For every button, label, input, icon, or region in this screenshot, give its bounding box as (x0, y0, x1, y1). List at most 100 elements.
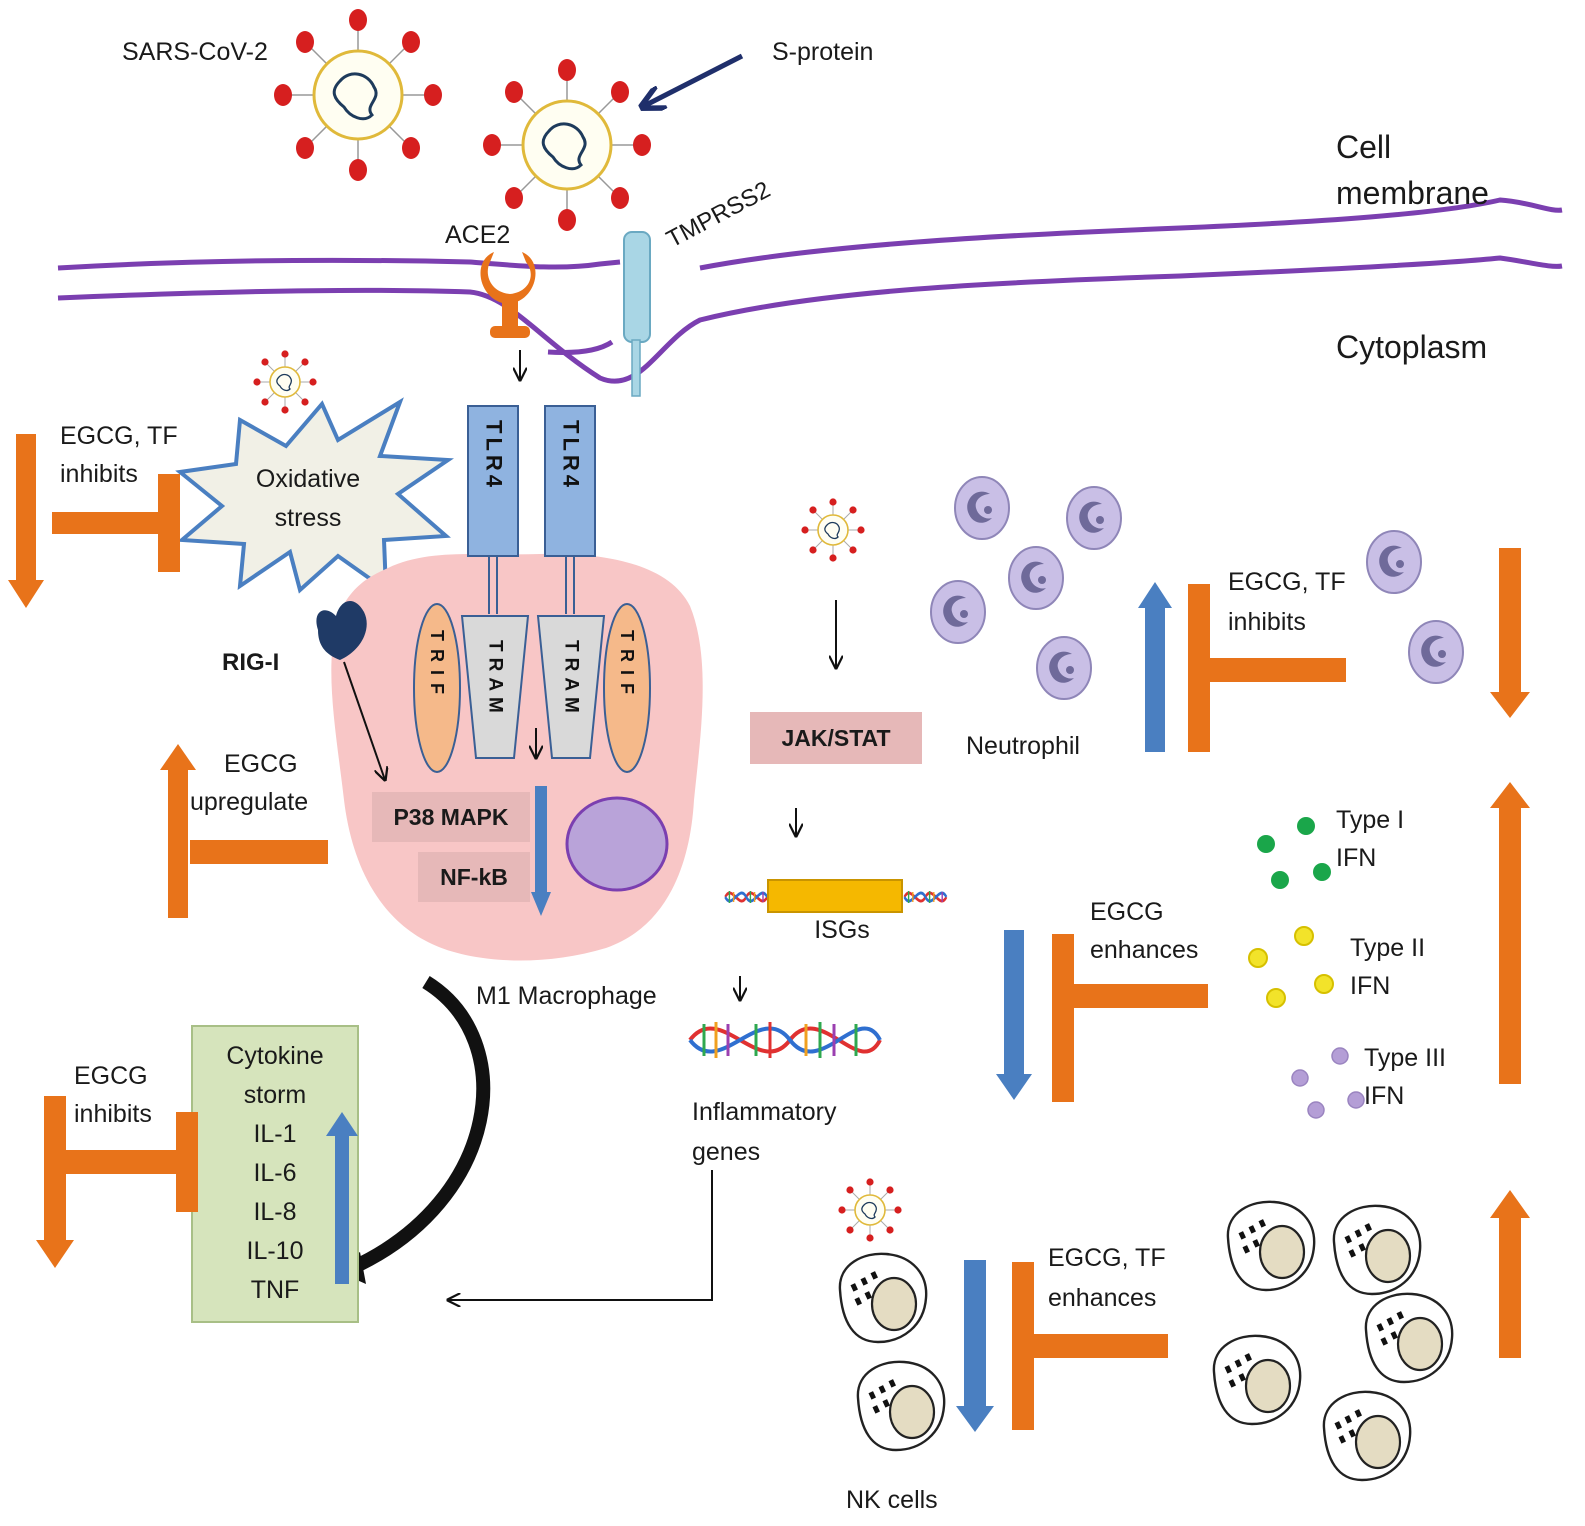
effect-neutrophil-1: EGCG, TF (1228, 568, 1346, 596)
label-jak-stat: JAK/STAT (781, 725, 890, 751)
inflammatory-dna (688, 1022, 882, 1058)
tlr4-label-1: TLR4 (482, 420, 507, 491)
cytokine-line-0: Cytokine (226, 1042, 323, 1070)
membrane-inner (57, 255, 1563, 384)
ifn-blue-down-arrow (996, 930, 1032, 1100)
label-m1-macrophage: M1 Macrophage (476, 982, 657, 1010)
orange-up-arrow-ifn (1490, 782, 1530, 1084)
orange-down-arrow-neutrophil (1490, 548, 1530, 718)
cytokine-line-4: IL-8 (253, 1198, 296, 1226)
ace2-receptor (480, 252, 536, 338)
cytokine-line-1: storm (244, 1081, 307, 1109)
sars-cov2-virus-1 (272, 7, 444, 183)
nk-blue-down-arrow (956, 1260, 994, 1432)
tlr4-label-2: TLR4 (559, 420, 584, 491)
neutrophil-cell-7 (1408, 620, 1464, 684)
tram-label-1: TRAM (485, 640, 506, 719)
tram-2 (536, 615, 606, 759)
neutrophil-blue-up-arrow (1138, 582, 1172, 752)
cytokine-blue-arrow (326, 1112, 358, 1284)
type-i-ifn-dots (1257, 817, 1331, 889)
effect-cytokine-2: inhibits (74, 1100, 152, 1128)
label-type3-2: IFN (1364, 1082, 1404, 1110)
label-nk-cells: NK cells (846, 1486, 938, 1514)
label-inflammatory-1: Inflammatory (692, 1098, 837, 1126)
cytokine-line-6: TNF (251, 1276, 300, 1304)
upregulate-bar (190, 840, 328, 864)
effect-cytokine-1: EGCG (74, 1062, 148, 1090)
cytokine-line-2: IL-1 (253, 1120, 296, 1148)
label-type2-1: Type II (1350, 934, 1425, 962)
trif-1 (413, 603, 461, 773)
effect-ifn-2: enhances (1090, 936, 1198, 964)
virus-small-jakstat (800, 497, 866, 563)
macrophage-blue-arrow (531, 786, 551, 916)
nk-cell-2 (856, 1360, 946, 1452)
neutrophil-cell-6 (1366, 530, 1422, 594)
type-iii-ifn-dots (1291, 1047, 1365, 1119)
cytokine-storm-box (191, 1025, 359, 1323)
label-neutrophil: Neutrophil (966, 732, 1080, 760)
orange-down-arrow-oxidative (8, 434, 44, 608)
enhance-nk-bar (1012, 1262, 1168, 1430)
label-inflammatory-2: genes (692, 1138, 760, 1166)
membrane-outer-b (547, 339, 614, 355)
nk-cell-3 (1226, 1200, 1316, 1292)
membrane-outer (57, 197, 1563, 271)
label-isgs: ISGs (814, 916, 870, 944)
isgs-gene-bar (767, 879, 903, 913)
neutrophil-cell-4 (930, 580, 986, 644)
orange-up-arrow-nk (1490, 1190, 1530, 1358)
label-type1-2: IFN (1336, 844, 1376, 872)
macrophage-nucleus (565, 796, 669, 892)
nk-cell-7 (1322, 1390, 1412, 1482)
oxidative-label-1: Oxidative (256, 465, 360, 493)
sars-cov2-virus-2 (481, 57, 653, 233)
label-sars-cov2: SARS-CoV-2 (122, 38, 268, 66)
neutrophil-cell-3 (1008, 546, 1064, 610)
tram-label-2: TRAM (561, 640, 582, 719)
cytokine-line-5: IL-10 (247, 1237, 304, 1265)
tmprss2-protein (623, 231, 651, 397)
nk-cell-4 (1332, 1204, 1422, 1296)
label-cell: Cell (1336, 129, 1391, 165)
p38-mapk-box (372, 792, 530, 842)
isg-dna-left (723, 889, 769, 905)
label-s-protein: S-protein (772, 38, 873, 66)
neutrophil-cell-2 (1066, 486, 1122, 550)
tlr4-receptor-1 (467, 405, 519, 614)
oxidative-label-2: stress (275, 504, 342, 532)
tlr4-receptor-2 (544, 405, 596, 614)
label-cytoplasm: Cytoplasm (1336, 329, 1487, 365)
effect-nk-2: enhances (1048, 1284, 1156, 1312)
effect-upregulate-1: EGCG (224, 750, 298, 778)
virus-small-oxidative (252, 349, 318, 415)
effect-ifn-1: EGCG (1090, 898, 1164, 926)
neutrophil-cell-1 (954, 476, 1010, 540)
inhibit-oxidative-bar (52, 474, 180, 572)
label-type3-1: Type III (1364, 1044, 1446, 1072)
neutrophil-cell-5 (1036, 636, 1092, 700)
type-ii-ifn-dots (1248, 926, 1334, 1008)
label-ace2: ACE2 (445, 221, 510, 249)
nk-cell-1 (838, 1252, 928, 1344)
rig-i-arrow (343, 661, 385, 780)
trif-2 (603, 603, 651, 773)
macrophage-to-cytokine-arrow (349, 976, 491, 1275)
label-tmprss2: TMPRSS2 (662, 176, 775, 253)
jak-stat-box (750, 712, 922, 764)
enhance-ifn-bar (1052, 934, 1208, 1102)
rig-i-receptor (316, 600, 367, 660)
label-type1-1: Type I (1336, 806, 1404, 834)
trif-label-1: TRIF (427, 630, 447, 702)
label-rig-i: RIG-I (222, 649, 279, 676)
orange-down-arrow-cytokine (36, 1096, 74, 1268)
effect-neutrophil-2: inhibits (1228, 608, 1306, 636)
label-nfkb: NF-kB (440, 864, 508, 890)
nf-kb-box (418, 852, 530, 902)
effect-upregulate-2: upregulate (190, 788, 308, 816)
effect-oxidative-1: EGCG, TF (60, 422, 178, 450)
s-protein-arrow (644, 53, 744, 106)
effect-nk-1: EGCG, TF (1048, 1244, 1166, 1272)
